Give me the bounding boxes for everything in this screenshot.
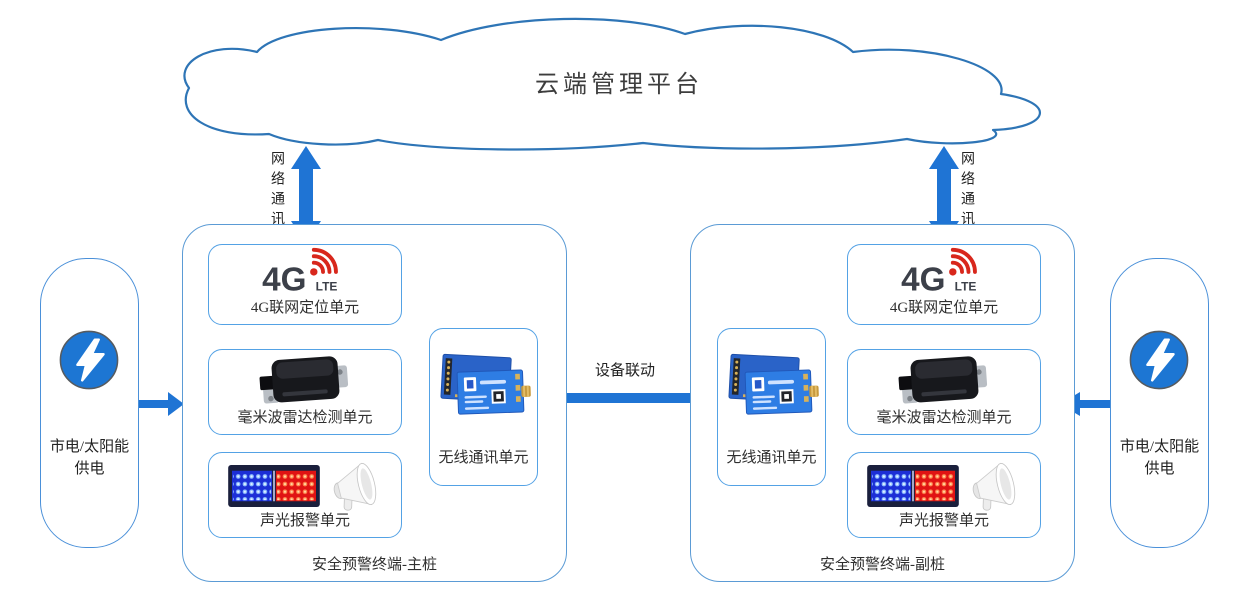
device-linkage-label: 设备联动 xyxy=(594,363,655,379)
unit-4g-positioning: 4G联网定位单元 xyxy=(208,244,402,325)
power-label-left: 市电/太阳能 供电 xyxy=(49,439,130,477)
terminal-secondary-label: 安全预警终端-副桩 xyxy=(820,557,945,573)
cloud-title: 云端管理平台 xyxy=(535,72,703,98)
4g-lte-signal-icon xyxy=(253,247,358,295)
unit-4g-positioning: 4G联网定位单元 xyxy=(847,244,1041,325)
rf-module-icon xyxy=(437,341,531,427)
unit-radar-detection: 毫米波雷达检测单元 xyxy=(847,349,1041,435)
unit-sound-light-alarm: 声光报警单元 xyxy=(208,452,402,538)
power-supply-left: 市电/太阳能 供电 xyxy=(40,258,139,548)
megaphone-icon xyxy=(328,461,382,511)
radar-module-icon xyxy=(249,350,361,408)
unit-wireless-comm: 无线通讯单元 xyxy=(429,328,538,486)
lightning-bolt-icon xyxy=(1128,329,1190,391)
terminal-main-label: 安全预警终端-主桩 xyxy=(312,557,437,573)
lightning-bolt-icon xyxy=(58,329,120,391)
radar-module-icon xyxy=(888,350,1000,408)
network-arrow-left xyxy=(291,146,321,244)
power-supply-right: 市电/太阳能 供电 xyxy=(1110,258,1209,548)
4g-lte-signal-icon xyxy=(892,247,997,295)
power-arrow-left xyxy=(134,392,184,416)
network-arrow-right xyxy=(929,146,959,244)
rf-module-icon xyxy=(725,341,819,427)
led-strobe-icon xyxy=(867,465,959,507)
led-strobe-icon xyxy=(228,465,320,507)
device-linkage-arrow xyxy=(532,385,718,411)
unit-radar-detection: 毫米波雷达检测单元 xyxy=(208,349,402,435)
terminal-secondary: 无线通讯单元 4G联网定位单元 毫米波雷达检测单元 声光报警单元 安全预警终端-… xyxy=(690,224,1075,582)
unit-sound-light-alarm: 声光报警单元 xyxy=(847,452,1041,538)
power-label-right: 市电/太阳能 供电 xyxy=(1119,439,1200,477)
unit-wireless-comm: 无线通讯单元 xyxy=(717,328,826,486)
megaphone-icon xyxy=(967,461,1021,511)
terminal-main: 4G联网定位单元 毫米波雷达检测单元 声光报警单元 无线通讯单元 安全预警终端-… xyxy=(182,224,567,582)
network-label-left: 网络通讯 xyxy=(269,151,284,231)
cloud-shape xyxy=(183,17,1041,151)
network-label-right: 网络通讯 xyxy=(959,151,974,231)
